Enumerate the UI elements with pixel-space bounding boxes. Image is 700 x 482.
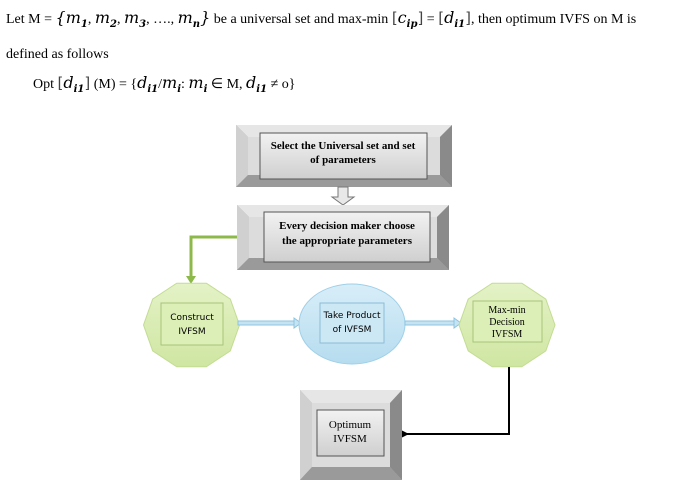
edge-black-elbow bbox=[393, 367, 510, 442]
opt-di1: di1 bbox=[63, 73, 85, 95]
intro-middle: be a universal set and max-min bbox=[210, 12, 392, 27]
node-label-line: Max-min bbox=[488, 305, 525, 316]
node-label-line: Take Product bbox=[323, 311, 381, 321]
intro-line-2: defined as follows bbox=[6, 47, 109, 62]
node-label-line: IVFSM bbox=[178, 327, 205, 337]
node-label-line: IVFSM bbox=[333, 433, 367, 445]
set-element-1: m1 bbox=[65, 8, 88, 30]
node-take-product: Take Product of IVFSM bbox=[298, 283, 406, 365]
node-label-line: Every decision maker choose bbox=[279, 220, 415, 232]
intro-suffix: , then optimum IVFS on M is bbox=[470, 12, 637, 27]
node-select-universal-set: Select the Universal set and set of para… bbox=[236, 125, 452, 187]
node-label-line: Optimum bbox=[329, 419, 372, 431]
set-close-brace: } bbox=[200, 8, 211, 27]
node-label-line: of IVFSM bbox=[333, 325, 372, 335]
node-label-line: the appropriate parameters bbox=[282, 235, 413, 247]
formula-d: di1 bbox=[137, 73, 159, 95]
formula-d-2: di1 bbox=[246, 73, 268, 95]
node-label-line: Select the Universal set and set bbox=[271, 140, 416, 152]
di1-symbol: di1 bbox=[444, 8, 466, 30]
edge-green-elbow bbox=[186, 235, 237, 284]
cip-symbol: cip bbox=[397, 8, 418, 30]
node-label-line: of parameters bbox=[310, 154, 376, 166]
edge-blue-arrow-2 bbox=[404, 317, 462, 329]
formula-mi-2: mi bbox=[188, 73, 208, 95]
set-element-n: mn bbox=[177, 8, 201, 30]
definition-formula: Opt [di1] (M) = {di1/mi: mi ∈ M, di1 ≠ o… bbox=[33, 73, 296, 95]
formula-mi: mi bbox=[162, 73, 182, 95]
edge-blue-arrow-1 bbox=[237, 317, 302, 329]
node-label-line: Construct bbox=[170, 313, 214, 323]
intro-line-1: Let M = {m1, m2, m3, …., mn} be a univer… bbox=[6, 8, 637, 30]
ellipsis: …., bbox=[153, 12, 175, 27]
node-construct-ivfsm: Construct IVFSM bbox=[142, 282, 241, 368]
node-max-min-decision: Max-min Decision IVFSM bbox=[458, 282, 556, 368]
set-element-3: m3 bbox=[123, 8, 147, 30]
edge-block-arrow bbox=[330, 186, 356, 206]
node-choose-parameters: Every decision maker choose the appropri… bbox=[237, 205, 449, 270]
set-element-2: m2 bbox=[94, 8, 117, 30]
intro-prefix: Let M = bbox=[6, 12, 56, 27]
node-label-line: Decision bbox=[489, 317, 525, 328]
node-label-line: IVFSM bbox=[492, 329, 523, 340]
set-open-brace: { bbox=[55, 8, 66, 27]
node-optimum-ivfsm: Optimum IVFSM bbox=[300, 390, 402, 480]
